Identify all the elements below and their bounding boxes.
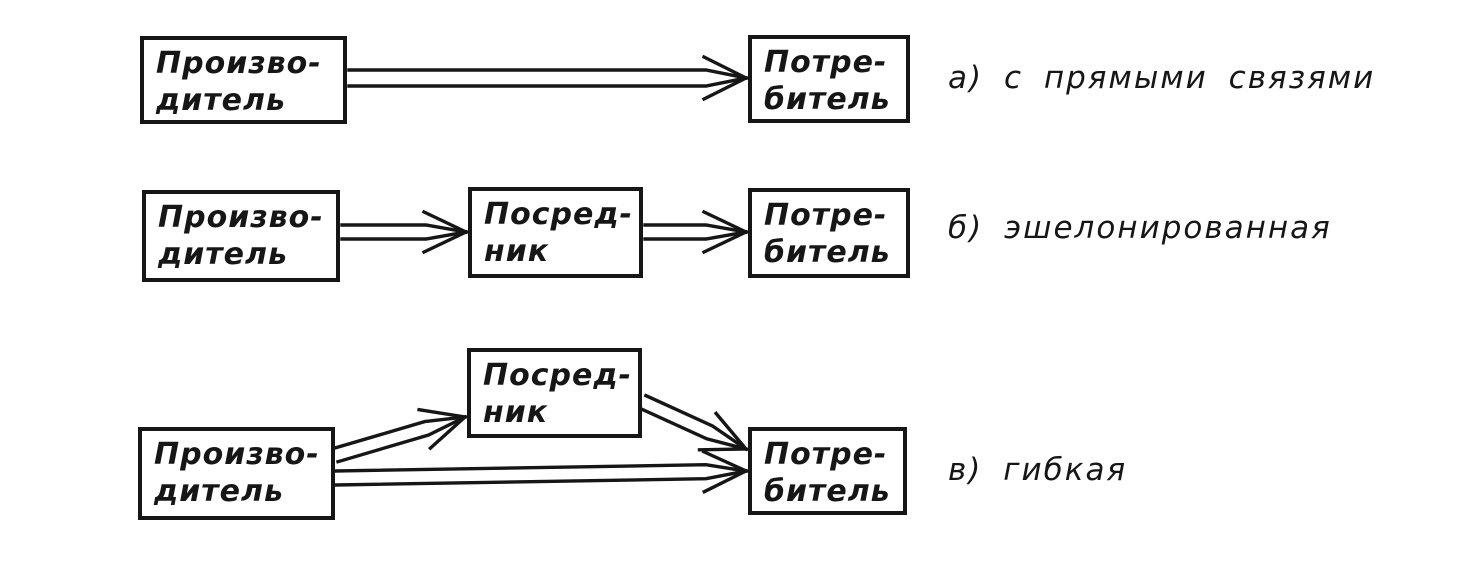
- node-intermediary-b: Посред- ник: [468, 187, 643, 278]
- node-label-line2: дитель: [154, 474, 284, 509]
- node-label-line1: Произво-: [154, 437, 320, 472]
- node-label-line1: Потре-: [764, 198, 888, 233]
- node-label-line1: Произво-: [156, 46, 322, 81]
- node-label-line2: ник: [483, 395, 549, 430]
- node-producer-b: Произво- дитель: [142, 190, 340, 282]
- node-producer-a: Произво- дитель: [140, 36, 347, 124]
- caption-b: б) эшелонированная: [948, 210, 1332, 246]
- node-label-line2: битель: [764, 235, 891, 270]
- arrow-producer-to-consumer-c: [334, 449, 750, 494]
- node-consumer-a: Потре- битель: [748, 35, 910, 123]
- caption-c: в) гибкая: [948, 452, 1128, 488]
- caption-a: а) с прямыми связями: [948, 60, 1376, 96]
- arrow-producer-to-intermediary-b: [340, 209, 470, 255]
- node-producer-c: Произво- дитель: [138, 427, 335, 520]
- arrow-intermediary-to-consumer-c: [637, 393, 750, 452]
- node-label-line2: битель: [764, 474, 891, 509]
- node-consumer-c: Потре- битель: [748, 427, 907, 515]
- arrow-intermediary-to-consumer-b: [643, 209, 750, 255]
- node-label-line1: Произво-: [158, 200, 324, 235]
- arrow-producer-to-consumer-a: [347, 54, 750, 102]
- node-consumer-b: Потре- битель: [748, 188, 910, 278]
- node-label-line2: битель: [764, 82, 891, 117]
- node-label-line1: Посред-: [484, 197, 634, 232]
- node-intermediary-c: Посред- ник: [467, 348, 642, 438]
- node-label-line1: Потре-: [764, 437, 888, 472]
- node-label-line2: дитель: [156, 83, 286, 118]
- arrow-producer-to-intermediary-c: [331, 407, 469, 464]
- node-label-line1: Посред-: [483, 358, 633, 393]
- node-label-line1: Потре-: [764, 45, 888, 80]
- node-label-line2: ник: [484, 234, 550, 269]
- node-label-line2: дитель: [158, 237, 288, 272]
